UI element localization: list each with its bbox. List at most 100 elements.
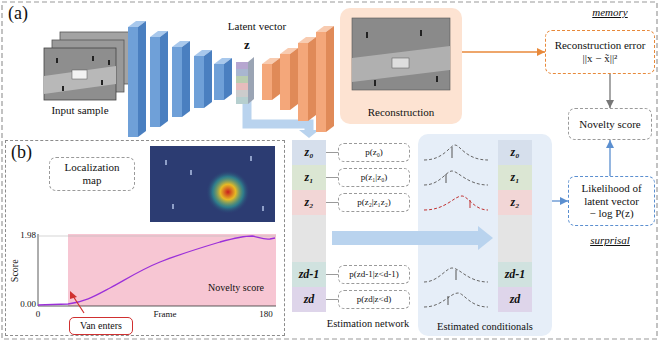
connector — [326, 202, 338, 203]
density-curve — [424, 171, 488, 185]
latent-bar — [236, 57, 254, 104]
road — [44, 66, 116, 94]
slab-side — [204, 50, 212, 108]
latent-cell: zd — [498, 287, 532, 312]
pedestrian — [56, 58, 58, 63]
node-text: Estimated conditionals — [437, 321, 533, 333]
tick-label: 0 — [32, 309, 44, 319]
encoder — [128, 21, 232, 137]
node-text: z₁ — [305, 171, 314, 185]
slab-side — [326, 26, 334, 132]
node-text: z₂ — [305, 196, 314, 210]
slab-side — [224, 58, 232, 100]
slab-side — [160, 31, 168, 127]
connector — [326, 177, 338, 178]
node-text: Reconstruction error — [555, 39, 646, 52]
node-text: zd — [510, 293, 521, 307]
node-text: p(z₂|z₁z₂) — [357, 197, 391, 207]
latent-cell: z₂ — [498, 190, 532, 215]
conditional-box: p(zd-1|z<d-1) — [338, 265, 410, 284]
density-curve — [424, 196, 488, 210]
slab-front — [194, 56, 204, 108]
node-text: z₂ — [511, 196, 520, 210]
pedestrian — [366, 32, 368, 38]
node-text: zd-1 — [505, 268, 526, 282]
conditional-box: p(z₂|z₁z₂) — [338, 193, 410, 212]
node-text: Likelihood of latent vector — [573, 182, 650, 207]
latent-cell: z₀ — [498, 140, 532, 165]
slab-side — [290, 48, 298, 110]
density-curve — [424, 145, 488, 160]
connector — [462, 51, 545, 52]
connector — [326, 274, 338, 275]
road — [352, 46, 450, 82]
axis-title: Frame — [140, 309, 190, 319]
slab-front — [150, 37, 160, 127]
sample-tick — [452, 147, 453, 158]
node-text: ||x − x̃||² — [583, 52, 618, 65]
pedestrian — [420, 30, 422, 36]
pedestrian — [436, 76, 438, 82]
latent-gap — [498, 215, 532, 262]
part-label: Latent vector — [222, 20, 292, 33]
node-text: Localization map — [54, 161, 130, 186]
van — [392, 58, 409, 68]
sample-tick — [470, 200, 471, 208]
slab-front — [298, 43, 308, 121]
latent-segment — [236, 83, 248, 90]
latent-gap — [292, 215, 326, 262]
node-text: p(z₀) — [365, 147, 383, 157]
latent-segment — [236, 97, 248, 104]
connector — [609, 74, 610, 108]
part-label: Input sample — [40, 104, 120, 117]
latent-cell: z₁ — [498, 165, 532, 190]
symbol-label: z — [236, 38, 258, 53]
node-text: Novelty score — [579, 118, 640, 131]
max-line — [38, 236, 276, 237]
latent-segment — [236, 76, 248, 83]
flow-arrow — [332, 231, 479, 245]
node-text: p(zd-1|z<d-1) — [349, 269, 398, 279]
latent-segment — [236, 62, 248, 69]
slab-side — [182, 41, 190, 117]
node-text: z₀ — [511, 146, 520, 160]
reconstruction-image — [352, 18, 450, 90]
pedestrian — [108, 60, 110, 65]
panel-label: (a) — [8, 3, 48, 24]
density-curve — [424, 268, 488, 282]
axis-title: Score — [9, 256, 21, 286]
node-text: Reconstruction — [368, 106, 435, 119]
latent-cell: z₀ — [292, 140, 326, 165]
conditional-box: p(zd|z<d) — [338, 290, 410, 309]
slab-front — [280, 54, 290, 110]
score-curve — [38, 236, 275, 305]
connector — [552, 200, 568, 201]
sample-tick — [448, 296, 449, 305]
connector — [326, 152, 338, 153]
node-text: (b) — [11, 142, 32, 163]
decoder — [262, 26, 334, 132]
conditional-curves — [424, 145, 488, 307]
node-text: z₀ — [305, 146, 314, 160]
node-text: p(z₁|z₀) — [361, 172, 388, 182]
latent-cell: zd — [292, 287, 326, 312]
error-box: Reconstruction error||x − x̃||² — [545, 30, 655, 74]
pedestrian — [250, 156, 252, 161]
concept-label: surprisal — [575, 234, 645, 247]
x-axis — [38, 306, 276, 307]
node-text: Van enters — [80, 320, 122, 332]
event-arrowhead — [70, 291, 77, 299]
anomaly-region — [68, 234, 276, 306]
tick-label: 0.00 — [12, 299, 36, 309]
slab-front — [214, 64, 224, 100]
chart-title: Novelty score — [196, 282, 276, 294]
latent-side — [248, 57, 254, 104]
slab-side — [272, 58, 280, 100]
density-curve — [424, 293, 488, 307]
y-axis — [38, 234, 39, 306]
latent-segment — [236, 69, 248, 76]
pedestrian — [92, 56, 94, 61]
latent-cell: zd-1 — [292, 262, 326, 287]
